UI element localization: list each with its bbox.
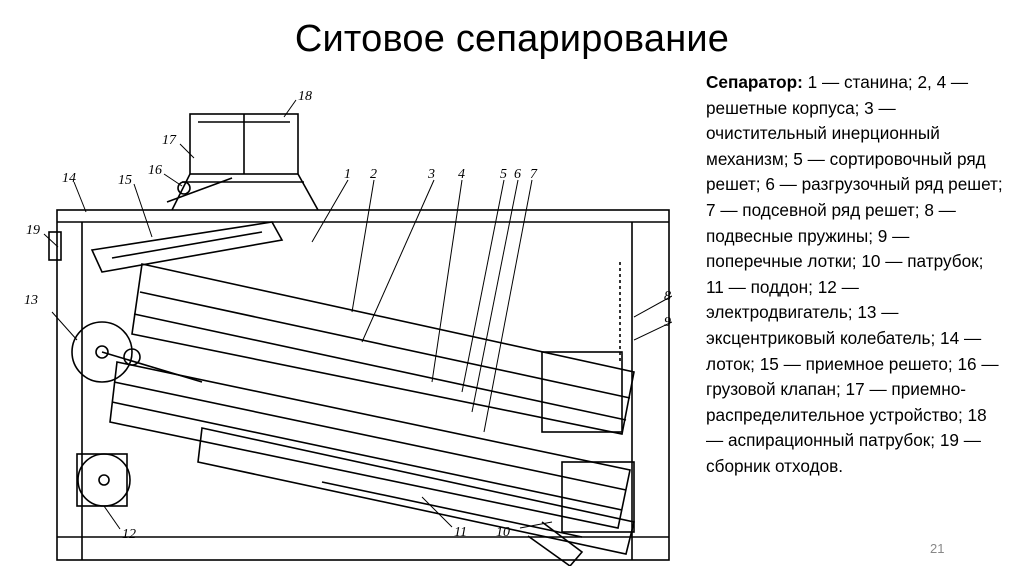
callout-4: 4 [458,167,465,182]
callout-8: 8 [664,289,671,304]
callout-7: 7 [530,167,538,182]
callout-3: 3 [427,167,435,182]
callout-5: 5 [500,167,507,182]
legend-heading: Сепаратор: [706,72,803,92]
callout-10: 10 [496,525,510,540]
slide-title: Ситовое сепарирование [294,18,730,60]
callout-19: 19 [26,223,40,238]
callout-13: 13 [24,293,38,308]
callout-18: 18 [298,89,312,104]
separator-drawing: 1 2 3 4 5 6 7 8 9 10 11 12 13 14 15 16 1… [24,89,672,566]
page-number: 21 [930,541,945,556]
callout-12: 12 [122,527,136,542]
callout-11: 11 [454,525,467,540]
motor-pulley [77,453,131,507]
callout-2: 2 [370,167,377,182]
legend-text: Сепаратор: 1 — станина; 2, 4 — решетные … [706,70,1006,480]
legend-body: 1 — станина; 2, 4 — решетные корпуса; 3 … [706,72,1003,476]
callout-16: 16 [148,163,162,178]
eccentric-wheel [71,321,133,383]
callout-1: 1 [344,167,351,182]
receiving-sieve [90,221,284,273]
callout-14: 14 [62,171,76,186]
frame-outline [56,209,670,561]
callout-15: 15 [118,173,132,188]
callout-6: 6 [514,167,521,182]
callout-9: 9 [664,315,671,330]
callout-17: 17 [162,133,177,148]
sieve-bodies [109,263,635,555]
